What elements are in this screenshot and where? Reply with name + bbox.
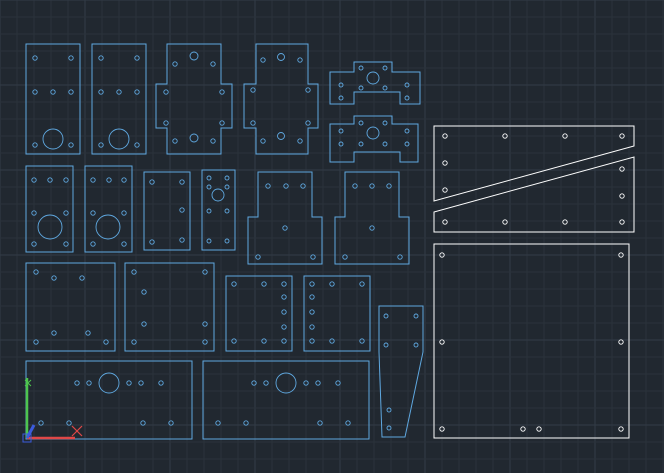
part-square-plate-2[interactable] — [124, 262, 215, 352]
part-cross-plate-2[interactable] — [243, 43, 319, 155]
part-side-plate-small[interactable] — [143, 171, 191, 251]
part-square-plate-1[interactable] — [25, 262, 116, 352]
part-tall-plate-2[interactable] — [91, 43, 147, 155]
part-wedge-plate-top[interactable] — [433, 125, 635, 202]
close-icon[interactable] — [71, 425, 83, 437]
part-bore-plate-1[interactable] — [25, 165, 74, 253]
part-square-plate-4[interactable] — [303, 275, 371, 352]
ucs-axis-icon — [22, 378, 75, 443]
part-square-plate-3[interactable] — [225, 275, 293, 352]
part-tapered-arm[interactable] — [378, 305, 424, 438]
part-cross-plate-1[interactable] — [155, 43, 233, 155]
part-notched-plate-2[interactable] — [334, 171, 410, 265]
part-narrow-plate[interactable] — [201, 169, 236, 251]
part-tall-plate-1[interactable] — [25, 43, 81, 155]
part-notched-plate-1[interactable] — [247, 171, 323, 265]
ucs-origin-box — [22, 433, 32, 443]
part-motor-bracket-2[interactable] — [329, 115, 419, 163]
part-bore-plate-2[interactable] — [84, 165, 133, 253]
part-motor-bracket-1[interactable] — [329, 61, 421, 105]
part-long-base-plate-2[interactable] — [202, 360, 370, 440]
part-large-panel[interactable] — [433, 243, 630, 439]
part-wedge-plate-bottom[interactable] — [433, 156, 635, 233]
